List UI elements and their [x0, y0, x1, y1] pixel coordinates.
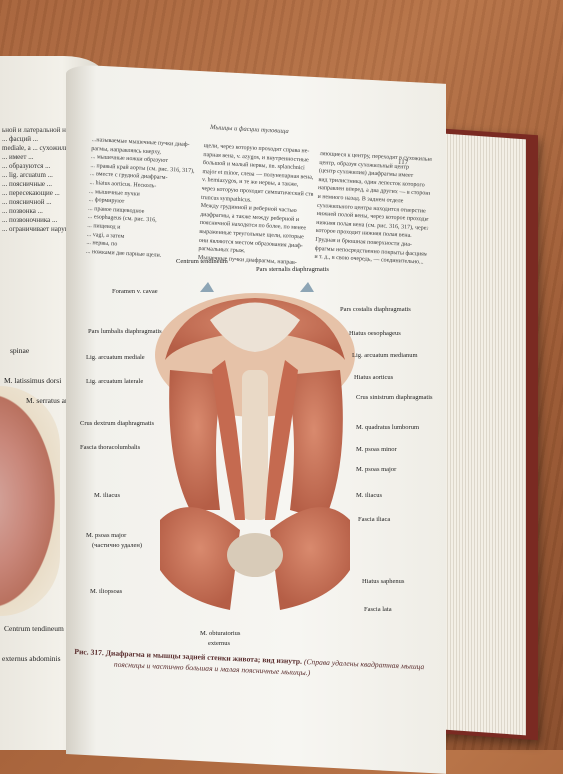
- label-pars-sternalis: Pars sternalis diaphragmatis: [256, 266, 329, 273]
- label-m-quadratus-lumborum: M. quadratus lumborum: [356, 424, 420, 431]
- label-externus: externus abdominis: [2, 654, 61, 663]
- diaphragm-illustration: [150, 280, 360, 625]
- left-text-line: ... позвонка ...: [2, 207, 43, 215]
- label-m-psoas-major-right: M. psoas major: [356, 466, 397, 473]
- left-text-line: ... позвоночника ...: [2, 216, 58, 224]
- right-iliacus-shape: [270, 507, 350, 610]
- left-text-line: ... имеет ...: [2, 153, 34, 161]
- left-text-line: ... фасций ...: [2, 135, 38, 143]
- rib-stubs: [200, 282, 314, 292]
- label-m-obturatorius-1: M. obturatorius: [200, 630, 241, 637]
- label-serratus: M. serratus anterior: [26, 396, 85, 405]
- label-m-iliopsoas: M. iliopsoas: [90, 588, 123, 595]
- sacrum: [227, 533, 283, 577]
- label-hiatus-saphenus: Hiatus saphenus: [362, 578, 405, 585]
- left-text-line: ... ограничивает нарушения ...: [2, 225, 91, 233]
- label-m-obturatorius-2: externus: [208, 640, 231, 647]
- left-crus: [212, 360, 245, 520]
- label-m-psoas-major-note: (частично удален): [92, 542, 143, 549]
- label-spinae: spinae: [10, 346, 30, 355]
- left-iliacus-shape: [160, 507, 240, 610]
- label-m-iliacus-right: M. iliacus: [356, 492, 382, 499]
- left-text-line: ... lig. arcuatum ...: [2, 171, 53, 179]
- label-fascia-iliaca: Fascia iliaca: [358, 516, 391, 523]
- label-hiatus-aorticus: Hiatus aorticus: [354, 374, 394, 381]
- vertebral-column: [242, 370, 268, 520]
- left-text-line: ... поясничные ...: [2, 180, 53, 188]
- left-page-text: ьной и латеральной наружных... фасций ..…: [0, 56, 104, 234]
- centrum-tendineum-shape: [210, 302, 300, 352]
- left-text-line: ... образуются ...: [2, 162, 51, 170]
- label-crus-dextrum: Crus dextrum diaphragmatis: [80, 420, 155, 427]
- right-muscle-mass: [285, 370, 343, 520]
- label-lig-arcuatum-medianum: Lig. arcuatum medianum: [352, 352, 418, 359]
- left-page-anatomy-illustration: [0, 386, 60, 616]
- text-column-2: щели, через которую проходят справа не-п…: [198, 142, 316, 268]
- text-column-3: ляющиеся к центру, переходят в сухожильн…: [314, 150, 432, 267]
- left-text-line: mediale, а ... сухожилия ...: [2, 144, 79, 152]
- label-latissimus: M. latissimus dorsi: [4, 376, 62, 385]
- label-lig-arcuatum-laterale: Lig. arcuatum laterale: [86, 378, 144, 385]
- diaphragm-drawing: [155, 282, 355, 610]
- label-foramen-v-cavae: Foramen v. cavae: [112, 288, 158, 295]
- left-text-line: ... поясничной ...: [2, 198, 52, 206]
- label-lig-arcuatum-mediale: Lig. arcuatum mediale: [86, 354, 145, 361]
- left-text-line: ьной и латеральной наружных: [2, 126, 93, 134]
- label-hiatus-oesophageus: Hiatus oesophageus: [349, 330, 401, 337]
- left-text-line: ... пересекающие ...: [2, 189, 60, 197]
- label-pars-costalis: Pars costalis diaphragmatis: [340, 306, 411, 313]
- left-muscle-mass: [169, 370, 225, 510]
- label-fascia-thoracolumbalis: Fascia thoracolumbalis: [80, 444, 141, 451]
- right-crus: [265, 360, 298, 520]
- label-crus-sinistrum: Crus sinistrum diaphragmatis: [356, 394, 433, 401]
- label-fascia-lata: Fascia lata: [364, 606, 392, 613]
- label-centrum-tendineum: Centrum tendineum: [176, 258, 228, 265]
- text-column-1: ...называемые мышечные пучки диаф-рагмы,…: [86, 136, 200, 262]
- label-m-psoas-major-left: M. psoas major: [86, 532, 127, 539]
- label-centrum: Centrum tendineum: [4, 624, 64, 633]
- label-pars-lumbalis: Pars lumbalis diaphragmatis: [88, 328, 162, 335]
- label-m-iliacus-left: M. iliacus: [94, 492, 120, 499]
- label-m-psoas-minor: M. psoas minor: [356, 446, 397, 453]
